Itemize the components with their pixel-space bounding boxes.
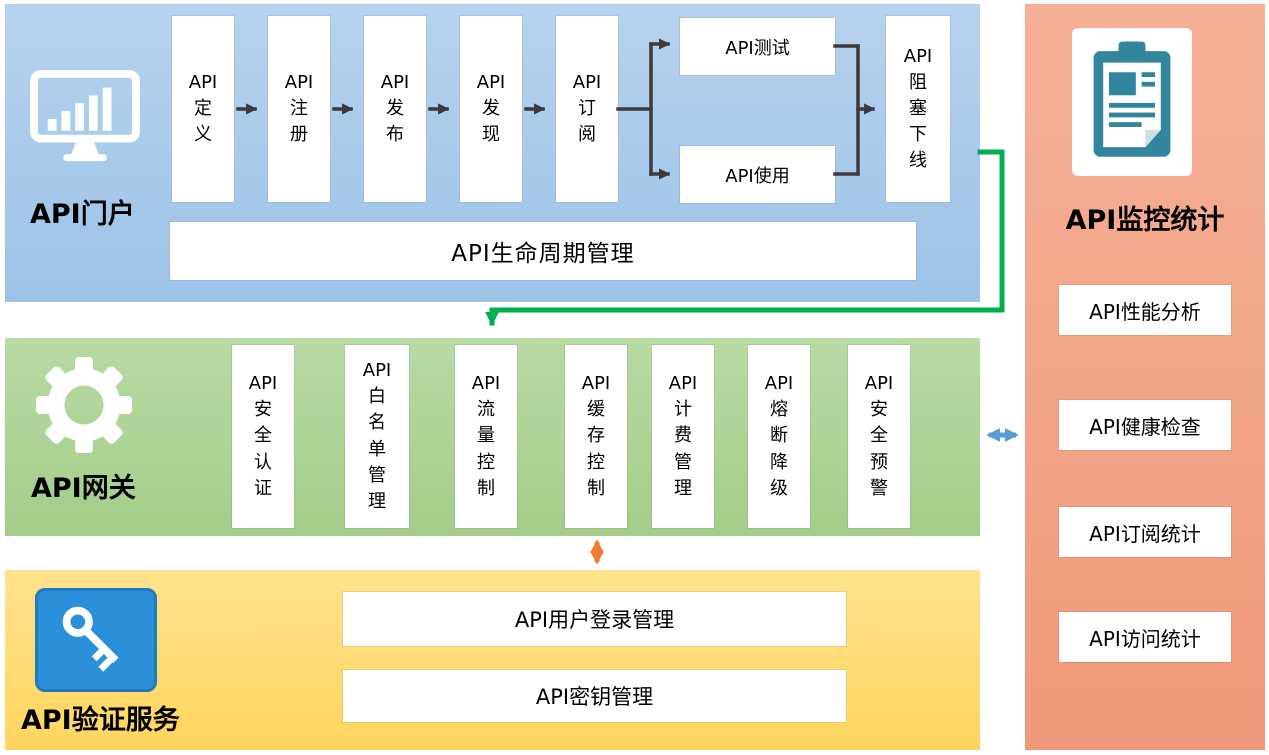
api-gateway-panel: API网关 API 安 全 认 证 API 白 名 单 管 理 API 流 量 … <box>5 338 980 536</box>
auth-service-title: API验证服务 <box>21 705 180 736</box>
monitoring-feature-access-stats: API访问统计 <box>1059 612 1231 662</box>
flow-step-api-test: API测试 <box>680 18 835 75</box>
clipboard-icon <box>1072 28 1192 176</box>
monitoring-feature-subscription-stats: API订阅统计 <box>1059 507 1231 557</box>
gateway-feature-billing: API 计 费 管 理 <box>652 345 714 528</box>
flow-step-api-define: API 定 义 <box>172 16 234 202</box>
monitoring-feature-performance: API性能分析 <box>1059 285 1231 335</box>
flow-step-api-register: API 注 册 <box>268 16 330 202</box>
gateway-feature-whitelist: API 白 名 单 管 理 <box>345 345 409 528</box>
monitor-chart-icon <box>26 68 144 174</box>
api-portal-panel: API门户 API 定 义 API 注 册 API 发 布 API 发 现 AP… <box>5 4 980 302</box>
gateway-feature-traffic-control: API 流 量 控 制 <box>455 345 517 528</box>
gateway-feature-security-auth: API 安 全 认 证 <box>232 345 294 528</box>
monitoring-feature-health-check: API健康检查 <box>1059 400 1231 450</box>
gateway-feature-cache-control: API 缓 存 控 制 <box>565 345 627 528</box>
flow-step-api-discover: API 发 现 <box>460 16 522 202</box>
api-auth-service-panel: API验证服务 API用户登录管理 API密钥管理 <box>5 570 980 750</box>
portal-title: API门户 <box>30 199 135 230</box>
flow-step-api-offline: API 阻 塞 下 线 <box>886 16 950 202</box>
auth-feature-key-management: API密钥管理 <box>343 670 846 722</box>
flow-step-api-publish: API 发 布 <box>364 16 426 202</box>
flow-step-api-subscribe: API 订 阅 <box>556 16 618 202</box>
key-icon <box>35 588 157 692</box>
flow-step-api-use: API使用 <box>680 146 835 203</box>
api-monitoring-panel: API监控统计 API性能分析 API健康检查 API订阅统计 API访问统计 <box>1025 4 1265 750</box>
gear-icon <box>29 350 139 464</box>
gateway-feature-security-alert: API 安 全 预 警 <box>848 345 910 528</box>
api-lifecycle-bar: API生命周期管理 <box>170 222 916 280</box>
gateway-title: API网关 <box>31 473 136 504</box>
monitoring-title: API监控统计 <box>1065 205 1225 236</box>
auth-feature-user-login: API用户登录管理 <box>343 592 846 646</box>
gateway-feature-circuit-breaker: API 熔 断 降 级 <box>748 345 810 528</box>
